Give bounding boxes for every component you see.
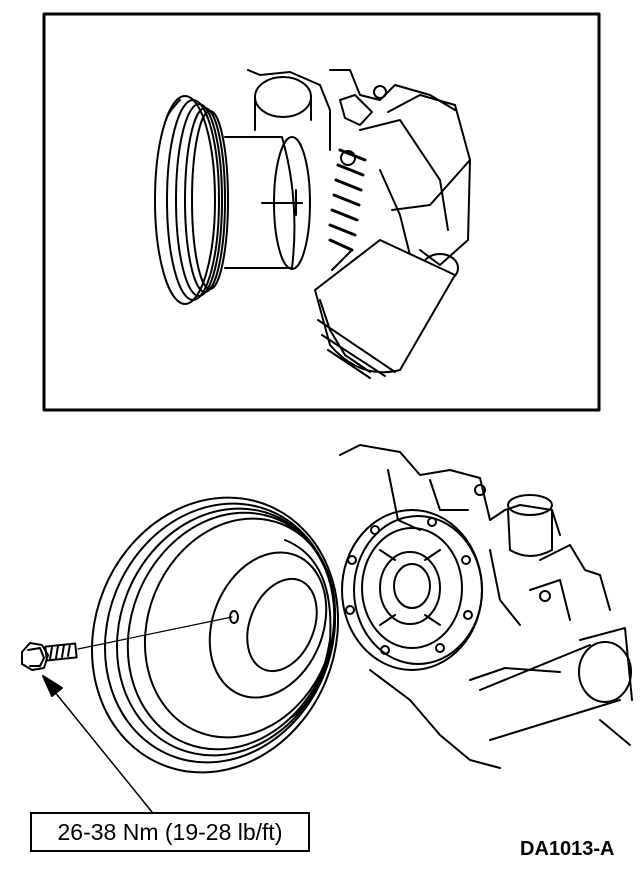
engine-icon bbox=[247, 69, 471, 379]
torque-leader-line bbox=[49, 685, 153, 813]
torque-spec-label: 26-38 Nm (19-28 lb/ft) bbox=[30, 812, 310, 852]
arrow-icon bbox=[42, 675, 63, 697]
detail-inset-frame bbox=[42, 12, 601, 412]
installed-pulley-detail bbox=[154, 69, 471, 379]
pulley-face-icon bbox=[154, 95, 229, 305]
bolt-alignment-line bbox=[77, 616, 233, 650]
hub-icon bbox=[341, 509, 483, 671]
crankshaft-pulley bbox=[90, 496, 340, 774]
engine-block bbox=[339, 444, 633, 769]
bolt-icon bbox=[21, 642, 78, 671]
figure-id: DA1013-A bbox=[520, 838, 615, 860]
